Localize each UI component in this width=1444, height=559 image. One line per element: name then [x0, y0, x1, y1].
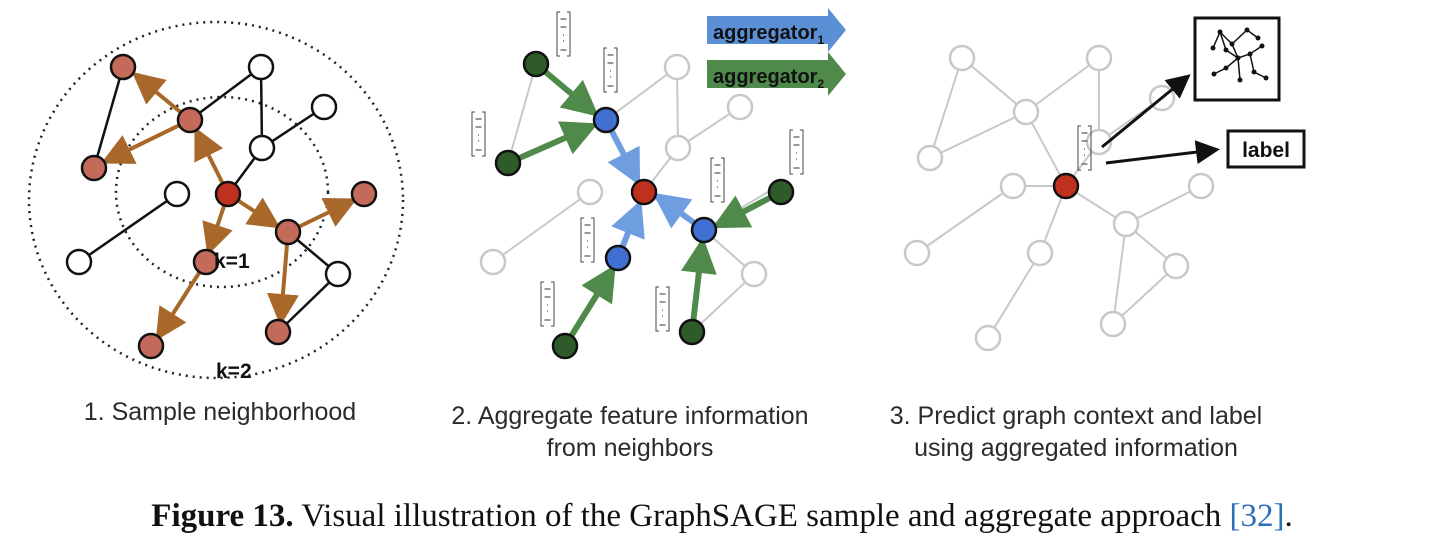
- feature-vector-icon: [789, 129, 804, 175]
- faded-node: [999, 172, 1027, 200]
- hop1-node: [690, 216, 718, 244]
- faded-node: [664, 134, 692, 162]
- figure-label: Figure 13.: [151, 498, 294, 534]
- panel-1-nodes: [65, 53, 378, 360]
- sampled-node: [137, 332, 165, 360]
- sampled-node: [274, 218, 302, 246]
- hop1-node: [604, 244, 632, 272]
- faded-node: [1099, 310, 1127, 338]
- panel-3-predict: label: [903, 16, 1306, 352]
- faded-node: [1162, 252, 1190, 280]
- faded-node: [1085, 128, 1113, 156]
- label-arrow: [1105, 140, 1220, 165]
- target-node: [214, 180, 242, 208]
- figure-caption: Figure 13. Visual illustration of the Gr…: [0, 498, 1444, 535]
- panel-1-caption: 1. Sample neighborhood: [40, 396, 400, 428]
- sampled-node: [264, 318, 292, 346]
- aggregated-vector: [1077, 125, 1092, 171]
- graph-context-box: [1193, 16, 1281, 102]
- unsampled-node: [324, 260, 352, 288]
- faded-node: [1112, 210, 1140, 238]
- hop2-node: [767, 178, 795, 206]
- aggregator-2-label: aggregator: [713, 66, 818, 88]
- unsampled-edges: [78, 65, 339, 333]
- panel-2-caption: 2. Aggregate feature information from ne…: [420, 400, 840, 464]
- sampled-node: [109, 53, 137, 81]
- caption-text: Visual illustration of the GraphSAGE sam…: [293, 498, 1230, 534]
- label-text: label: [1242, 139, 1290, 162]
- k2-label: k=2: [216, 360, 252, 383]
- aggregator-2-arrow: aggregator2: [707, 52, 846, 96]
- aggregator-1-label: aggregator: [713, 22, 818, 44]
- citation-link[interactable]: [32]: [1229, 498, 1285, 534]
- feature-vector-icon: [580, 217, 595, 263]
- panel-3-caption-line: 3. Predict graph context and label: [889, 402, 1263, 430]
- context-arrow: [1101, 74, 1191, 149]
- faded-node: [1026, 239, 1054, 267]
- unsampled-node: [248, 134, 276, 162]
- faded-node: [1012, 98, 1040, 126]
- feature-vector-icon: [710, 157, 725, 203]
- label-box: label: [1226, 129, 1306, 169]
- unsampled-node: [65, 248, 93, 276]
- hop2-node: [551, 332, 579, 360]
- aggregator-1-arrow: aggregator1: [707, 8, 846, 52]
- panel-2-aggregate: aggregator1 aggregator2: [471, 8, 846, 360]
- aggregator-2-sub: 2: [817, 77, 824, 91]
- hop1-node: [592, 106, 620, 134]
- svg-text:aggregator2: aggregator2: [713, 66, 824, 91]
- target-node: [1052, 172, 1080, 200]
- hop2-node: [522, 50, 550, 78]
- faded-node: [948, 44, 976, 72]
- aggregator-1-sub: 1: [817, 33, 824, 47]
- faded-node: [903, 239, 931, 267]
- svg-text:aggregator1: aggregator1: [713, 22, 824, 47]
- unsampled-node: [310, 93, 338, 121]
- panel-1-sample-neighborhood: k=1 k=2: [27, 20, 405, 383]
- sampled-node: [176, 106, 204, 134]
- feature-vector-icon: [540, 281, 555, 327]
- unsampled-node: [163, 180, 191, 208]
- faded-node: [663, 53, 691, 81]
- feature-vector-icon: [655, 286, 670, 332]
- panel-3-caption-line: using aggregated information: [914, 434, 1238, 462]
- unsampled-node: [247, 53, 275, 81]
- panel-2-nodes: [479, 50, 795, 360]
- sampled-node: [192, 248, 220, 276]
- faded-node: [479, 248, 507, 276]
- faded-node: [726, 93, 754, 121]
- faded-node: [576, 178, 604, 206]
- k2-boundary: [27, 20, 405, 380]
- faded-edges: [492, 63, 769, 333]
- k1-label: k=1: [214, 250, 250, 273]
- panel-3-caption: 3. Predict graph context and label using…: [876, 400, 1276, 464]
- faded-node: [1085, 44, 1113, 72]
- hop2-node: [494, 149, 522, 177]
- sampled-node: [80, 154, 108, 182]
- k1-boundary: [114, 95, 330, 289]
- feature-vectors: [471, 11, 804, 332]
- target-node: [630, 178, 658, 206]
- faded-node: [974, 324, 1002, 352]
- faded-node: [740, 260, 768, 288]
- panel-2-caption-line: 2. Aggregate feature information: [451, 402, 809, 430]
- hop2-node: [678, 318, 706, 346]
- faded-node: [1187, 172, 1215, 200]
- feature-vector-icon: [1077, 125, 1092, 171]
- mini-graph-nodes: [1210, 27, 1269, 83]
- feature-vector-icon: [603, 47, 618, 93]
- sampled-node: [350, 180, 378, 208]
- feature-vector-icon: [471, 111, 486, 157]
- panel-2-caption-line: from neighbors: [546, 434, 714, 462]
- panel-1-caption-line: 1. Sample neighborhood: [83, 398, 357, 426]
- diagram-canvas: k=1 k=2: [27, 8, 1306, 383]
- feature-vector-icon: [556, 11, 571, 57]
- faded-node: [916, 144, 944, 172]
- caption-end: .: [1284, 498, 1293, 534]
